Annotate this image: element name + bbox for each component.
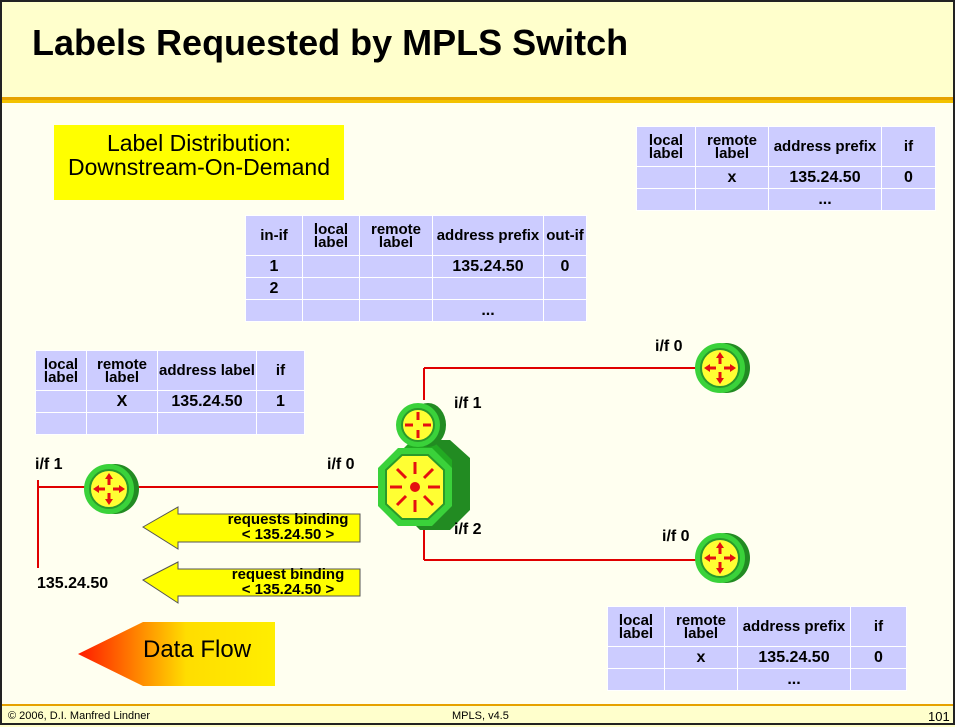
cell [881, 188, 936, 211]
footer-center: MPLS, v4.5 [452, 710, 509, 722]
if-label-left: i/f 1 [35, 456, 63, 473]
header-address-prefix: address prefix [737, 606, 851, 647]
table-row [35, 412, 305, 435]
header-local-label: local label [35, 350, 87, 391]
cell: ... [737, 668, 851, 691]
if-label-bottom-right: i/f 0 [662, 528, 690, 545]
table-row: ... [607, 668, 907, 691]
header-if: if [256, 350, 305, 391]
data-flow-label: Data Flow [143, 636, 252, 663]
label-distribution-box: Label Distribution: Downstream-On-Demand [54, 125, 344, 200]
header-address-label: address label [157, 350, 257, 391]
top-right-label-table: local label remote label address prefix … [636, 126, 936, 211]
table-row: 1 135.24.50 0 [245, 255, 587, 278]
request-2-line1: request binding [231, 566, 345, 583]
table-row: x 135.24.50 0 [636, 166, 936, 189]
footer-copyright: © 2006, D.I. Manfred Lindner [8, 710, 151, 722]
header-address-prefix: address prefix [768, 126, 882, 167]
links [37, 367, 697, 568]
cell: ... [768, 188, 882, 211]
page-number: 101 [928, 709, 950, 724]
mpls-switch-icon [378, 403, 470, 530]
table-row: ... [636, 188, 936, 211]
header-local-label: local label [607, 606, 665, 647]
title-underline [0, 100, 955, 103]
if-label-top-right: i/f 0 [655, 338, 683, 355]
header-local-label: local label [302, 215, 360, 256]
title-bar: Labels Requested by MPLS Switch [0, 0, 955, 101]
table-row: 2 [245, 277, 587, 300]
table-row: X 135.24.50 1 [35, 390, 305, 413]
bottom-right-label-table: local label remote label address prefix … [607, 606, 907, 691]
header-remote-label: remote label [664, 606, 738, 647]
footer: © 2006, D.I. Manfred Lindner MPLS, v4.5 … [0, 704, 955, 727]
distribution-line1: Label Distribution: [106, 130, 292, 156]
data-flow-arrow [78, 622, 275, 686]
center-label-table: in-if local label remote label address p… [245, 215, 587, 322]
left-label-table: local label remote label address label i… [35, 350, 305, 435]
request-1-line2: < 135.24.50 > [241, 526, 335, 543]
cell [543, 299, 587, 322]
cell [850, 668, 907, 691]
cell: 135.24.50 [768, 166, 882, 189]
header-local-label: local label [636, 126, 696, 167]
header-remote-label: remote label [86, 350, 158, 391]
cell [256, 412, 305, 435]
table-row: ... [245, 299, 587, 322]
request-arrow-2 [142, 561, 361, 604]
header-address-prefix: address prefix [432, 215, 544, 256]
if-label-switch-2: i/f 2 [454, 521, 482, 538]
request-text-2: request binding < 135.24.50 > [218, 567, 358, 597]
cell: 135.24.50 [432, 255, 544, 278]
request-1-line1: requests binding [227, 511, 349, 528]
request-arrow-1 [142, 506, 361, 550]
if-label-switch-1: i/f 1 [454, 395, 482, 412]
cell: ... [432, 299, 544, 322]
distribution-line2: Downstream-On-Demand [67, 154, 331, 180]
network-prefix-label: 135.24.50 [37, 575, 109, 592]
request-2-line2: < 135.24.50 > [241, 581, 335, 598]
cell: 135.24.50 [157, 390, 257, 413]
request-text-1: requests binding < 135.24.50 > [218, 512, 358, 542]
if-label-switch-0: i/f 0 [327, 456, 355, 473]
header-out-if: out-if [543, 215, 587, 256]
slide-title: Labels Requested by MPLS Switch [32, 22, 629, 63]
